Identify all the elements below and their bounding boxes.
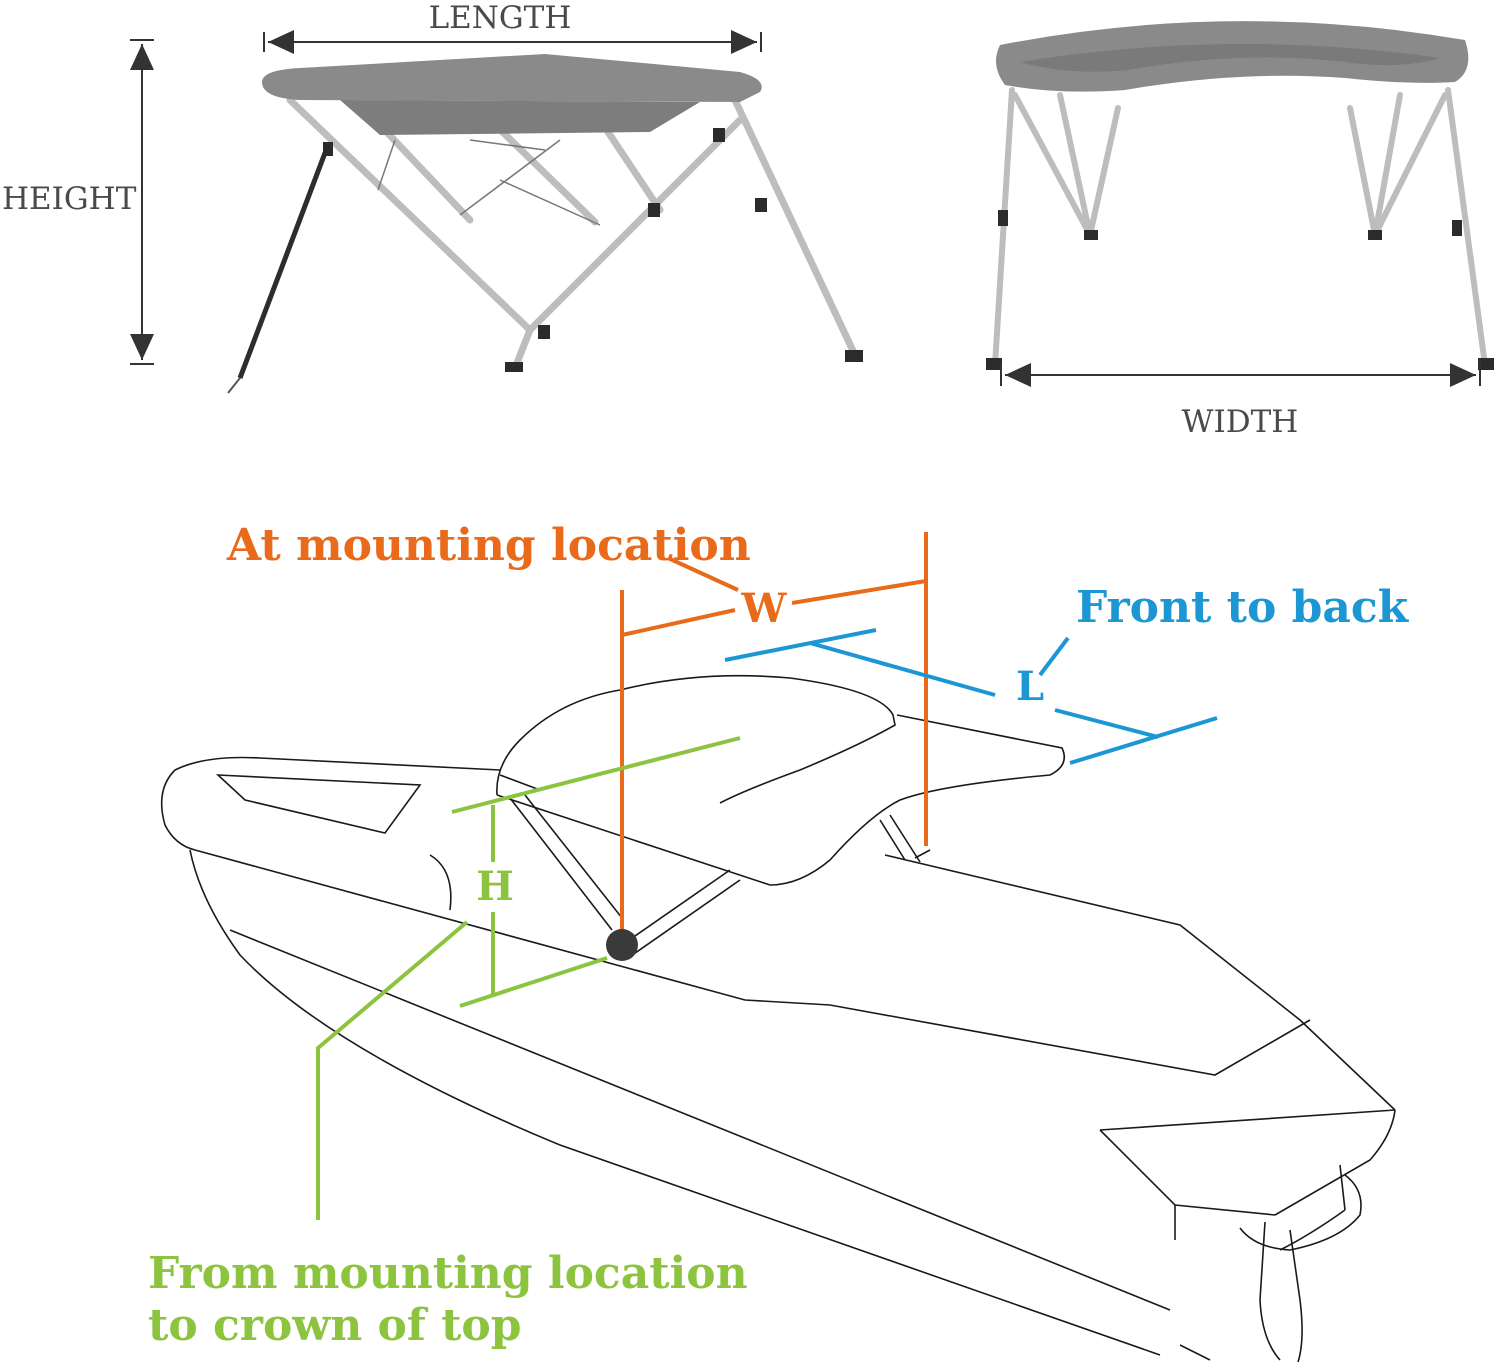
height-letter: H [476, 863, 514, 910]
side-view-canvas [262, 54, 762, 102]
width-label: WIDTH [1182, 404, 1299, 440]
length-front-tick [724, 628, 877, 662]
length-back-tick [1069, 716, 1218, 765]
mounting-point-dot [606, 929, 638, 961]
height-caption-line1: From mounting location [148, 1248, 748, 1299]
height-callout [316, 736, 741, 1220]
length-callout [724, 628, 1218, 765]
front-view-frame [992, 87, 1488, 368]
width-bar-left [621, 608, 736, 637]
front-view-canvas-inner [1020, 43, 1440, 72]
front-view-fittings [986, 210, 1494, 370]
length-label: LENGTH [429, 0, 572, 36]
width-callout [620, 532, 928, 938]
length-bar-left [809, 641, 996, 697]
front-view-bimini: WIDTH [986, 21, 1494, 440]
side-view-fittings [323, 128, 863, 372]
width-caption: At mounting location [226, 520, 751, 571]
length-leader [1038, 636, 1070, 677]
height-bottom-line [459, 956, 608, 1008]
boat-outline [160, 674, 1396, 1363]
width-bar-right [791, 579, 927, 605]
length-letter: L [1016, 663, 1044, 710]
height-leader [316, 920, 469, 1220]
height-caption-line2: to crown of top [148, 1300, 522, 1351]
height-top-line [451, 736, 741, 814]
height-label: HEIGHT [2, 181, 137, 217]
side-view-inner-struts [377, 139, 601, 226]
side-view-strap [237, 144, 331, 379]
side-view-frame [286, 96, 859, 372]
side-view-canvas-inner [340, 100, 700, 135]
width-letter: W [741, 585, 788, 632]
side-view-strap-hook [227, 377, 241, 394]
side-view-bimini: LENGTH HEIGHT [2, 0, 863, 394]
width-leader [667, 556, 739, 592]
length-bar-right [1054, 708, 1159, 739]
length-caption: Front to back [1076, 582, 1410, 633]
